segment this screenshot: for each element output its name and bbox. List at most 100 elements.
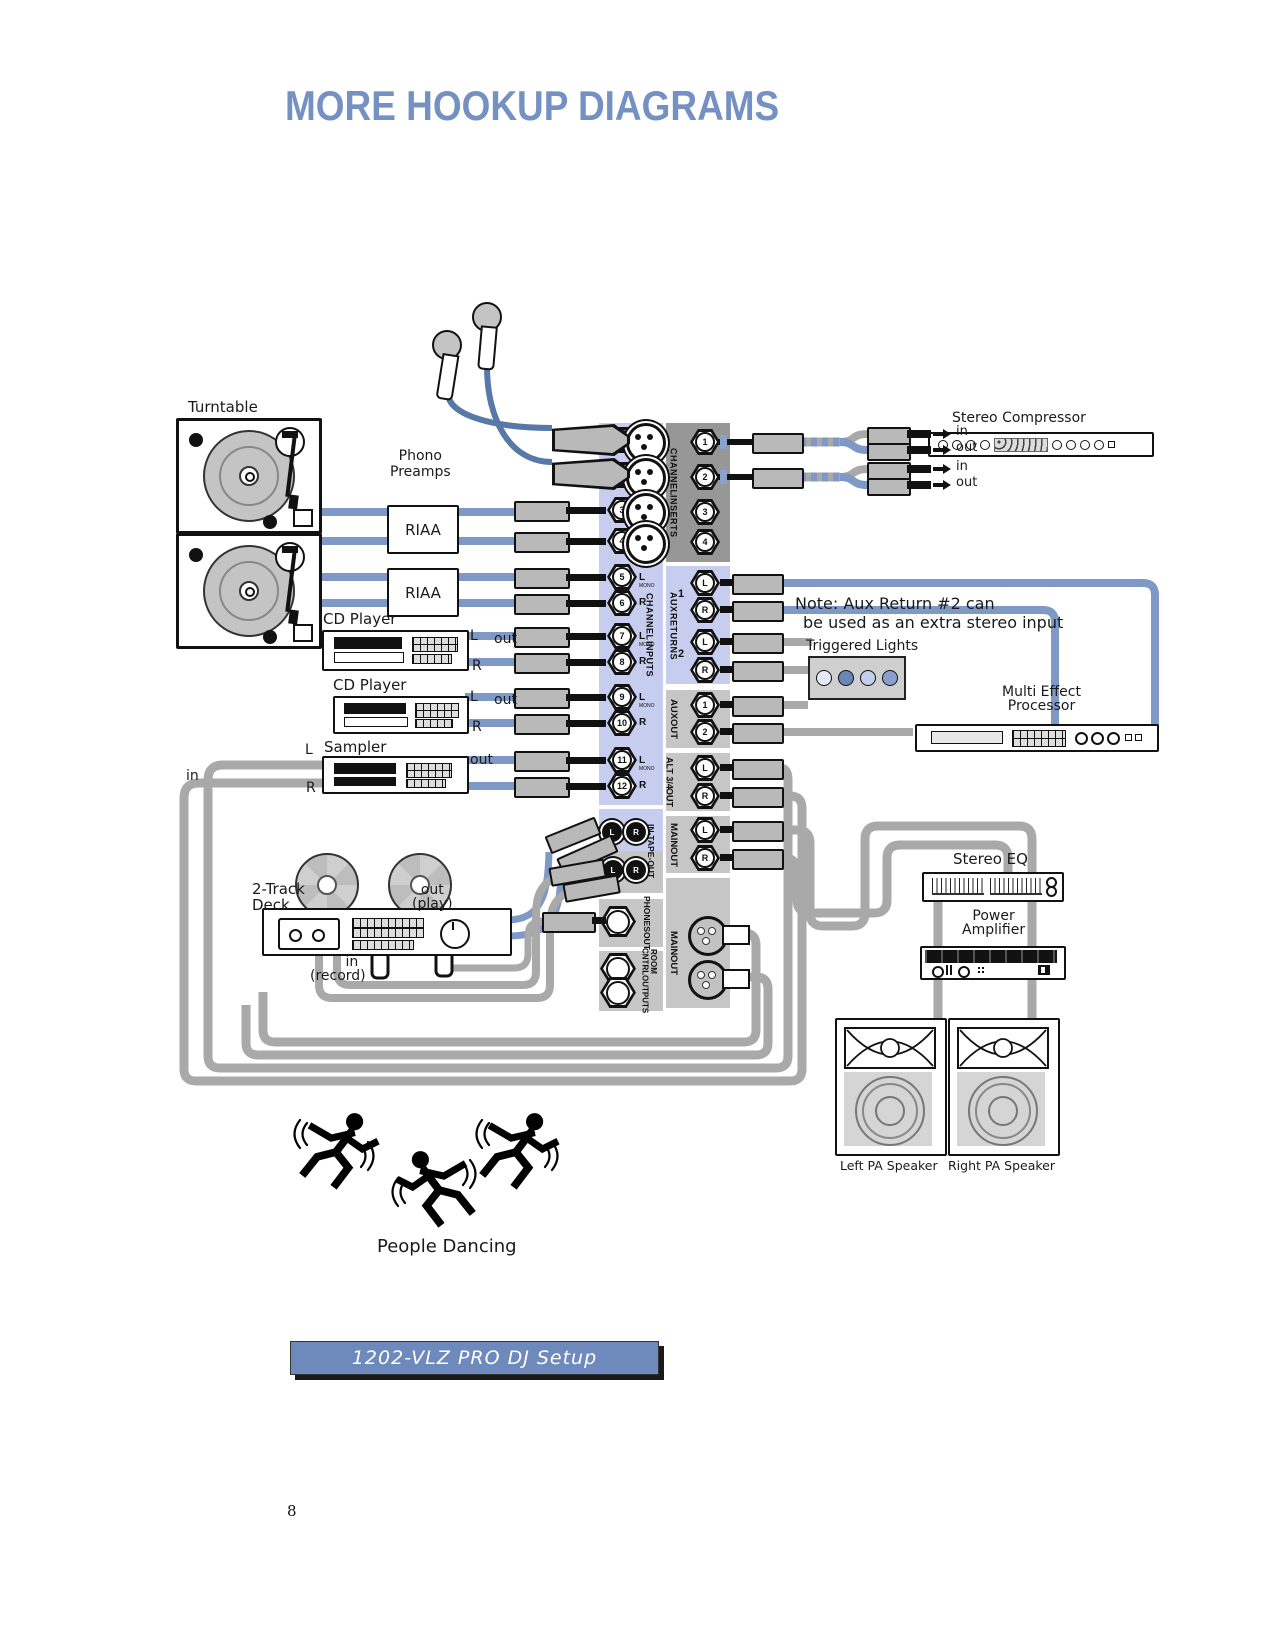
cd-player xyxy=(322,630,469,671)
mic-xlr-plug xyxy=(552,424,630,456)
plug xyxy=(732,661,784,682)
arrow-icon xyxy=(933,429,953,439)
plug xyxy=(514,594,570,615)
riaa-preamp: RIAA xyxy=(387,505,459,554)
plug xyxy=(732,601,784,622)
plug xyxy=(514,627,570,648)
deck-in-label: in(record) xyxy=(310,954,366,984)
pa-speaker xyxy=(948,1018,1060,1156)
stereo-compressor-label: Stereo Compressor xyxy=(952,410,1086,426)
people-dancing-label: People Dancing xyxy=(377,1236,517,1257)
insert-cables xyxy=(800,430,869,489)
plug xyxy=(514,777,570,798)
right-speaker-label: Right PA Speaker xyxy=(948,1158,1055,1173)
xlr-plug-shell xyxy=(722,969,750,989)
sampler-label: Sampler xyxy=(324,738,387,756)
cd2-out: out xyxy=(494,692,517,708)
ch-r: R xyxy=(639,780,647,791)
aux-return-group-2: 2 xyxy=(678,648,685,660)
aux-note: Note: Aux Return #2 can be used as an ex… xyxy=(795,594,1063,632)
tape-label: IN-TAPE-OUT xyxy=(645,823,656,879)
phono-line2: Preamps xyxy=(390,464,451,480)
stereo-eq-label: Stereo EQ xyxy=(953,850,1028,868)
ch-r: R xyxy=(639,717,647,728)
triggered-lights-label: Triggered Lights xyxy=(806,638,919,654)
plug xyxy=(732,723,784,744)
sampler-out: out xyxy=(470,752,493,768)
phones-plug xyxy=(542,912,596,933)
stereo-eq xyxy=(922,872,1064,902)
two-track-deck xyxy=(262,908,512,956)
riaa-label: RIAA xyxy=(405,583,441,602)
pa-speaker xyxy=(835,1018,947,1156)
mic-xlr-plug xyxy=(552,458,630,490)
insert-in-label: in xyxy=(956,459,968,474)
tape-out-rca: R xyxy=(626,860,646,880)
insert-plug xyxy=(752,433,804,454)
xlr-input-icon xyxy=(626,458,666,498)
insert-out-label: out xyxy=(956,440,978,455)
phono-preamps-label: Phono Preamps xyxy=(390,448,451,480)
aux-return-group-1: 1 xyxy=(678,588,685,600)
banner: 1202-VLZ PRO DJ Setup xyxy=(290,1341,659,1375)
page-number: 8 xyxy=(287,1502,297,1520)
plug xyxy=(514,532,570,553)
blue-cables xyxy=(316,508,1159,940)
main-xlr-out xyxy=(688,916,728,956)
riaa-preamp: RIAA xyxy=(387,568,459,617)
sampler xyxy=(322,756,469,794)
ch-r: R xyxy=(639,656,647,667)
insert-out-label: out xyxy=(956,475,978,490)
insert-in-label: in xyxy=(956,424,968,439)
arrow-icon xyxy=(933,464,953,474)
mic-cables xyxy=(445,365,553,465)
reel-icon xyxy=(388,853,452,917)
microphone-icon xyxy=(472,302,502,371)
cd2-r: R xyxy=(472,719,482,735)
multi-effect-processor xyxy=(915,724,1159,752)
plug xyxy=(732,574,784,595)
arrow-icon xyxy=(933,480,953,490)
sampler-in-r: R xyxy=(306,780,316,796)
microphone-icon xyxy=(432,330,462,402)
light xyxy=(882,670,898,686)
turntable xyxy=(176,533,322,649)
cd-player-label: CD Player xyxy=(323,610,397,628)
tape-in-rca: R xyxy=(626,822,646,842)
page-title: MORE HOOKUP DIAGRAMS xyxy=(285,82,780,129)
plug xyxy=(732,821,784,842)
phono-line1: Phono xyxy=(398,448,442,464)
xlr-plug-shell xyxy=(722,925,750,945)
cd2-l: L xyxy=(470,689,478,705)
plug xyxy=(514,714,570,735)
stereo-compressor xyxy=(928,432,1154,457)
cd1-r: R xyxy=(472,658,482,674)
plug xyxy=(732,849,784,870)
plug xyxy=(732,633,784,654)
insert-plug xyxy=(752,468,804,489)
gray-cables xyxy=(179,638,1037,1086)
left-speaker-label: Left PA Speaker xyxy=(840,1158,938,1173)
xlr-input-icon xyxy=(626,423,666,463)
plug xyxy=(732,759,784,780)
power-amplifier xyxy=(920,946,1066,980)
plug xyxy=(514,501,570,522)
deck-out-label: out(play) xyxy=(412,882,453,912)
triggered-lights xyxy=(808,656,906,700)
cd-player xyxy=(333,696,469,734)
banner-text: 1202-VLZ PRO DJ Setup xyxy=(351,1347,598,1369)
